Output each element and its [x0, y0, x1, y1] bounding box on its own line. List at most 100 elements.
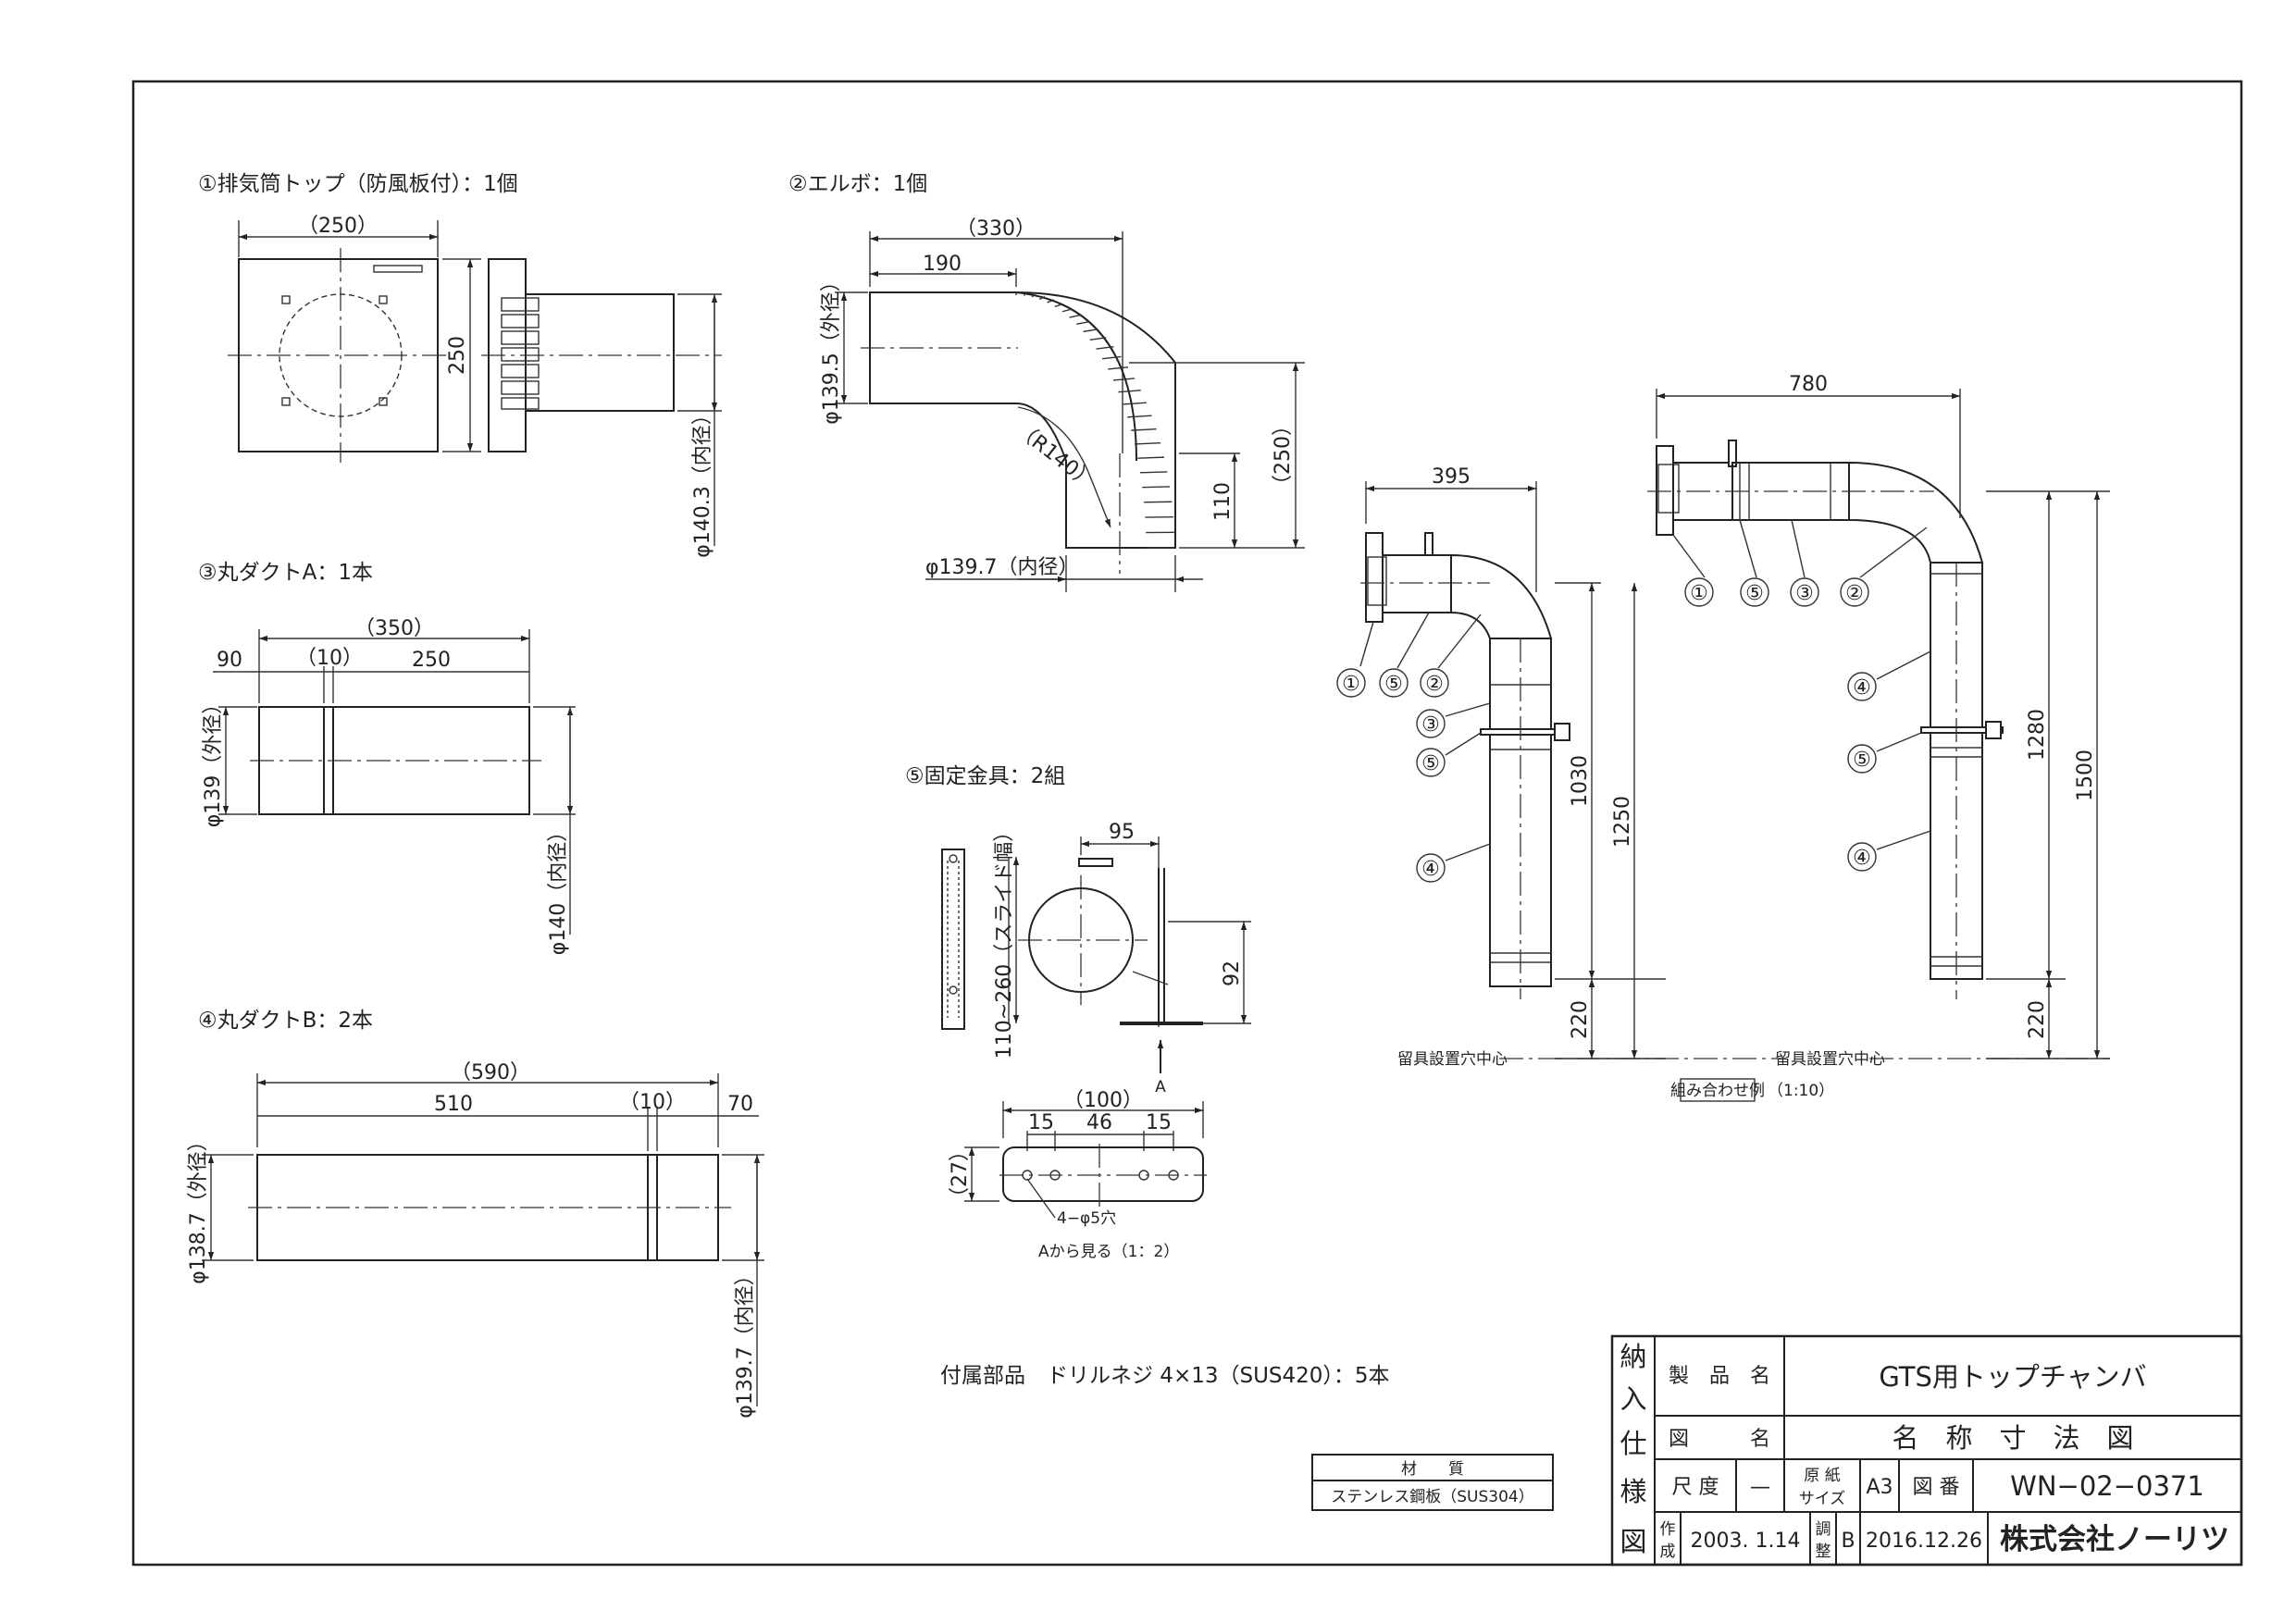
part-1-exhaust-top: ①排気筒トップ（防風板付）：1個 （250） 250 φ140.3（内径）	[198, 172, 722, 558]
title-block: 納 入 仕 様 図 製 品 名 GTS用トップチャンバ 図 名 名 称 寸 法 …	[1610, 1334, 2243, 1567]
part-1-title: ①排気筒トップ（防風板付）：1個	[198, 172, 518, 196]
tb-side-4: 様	[1620, 1476, 1646, 1507]
part-3-left-dim: 90	[217, 649, 242, 672]
part-2-radius-dim: （R140）	[1011, 418, 1098, 494]
tb-scale-value: —	[1750, 1476, 1770, 1499]
material-value: ステンレス鋼板（SUS304）	[1331, 1488, 1533, 1506]
part-3-joint-dim: （10）	[296, 647, 363, 670]
part-1-width-dim: （250）	[298, 215, 378, 238]
assembly-a-bottom-dim: 220	[1569, 1000, 1592, 1039]
assembly-b-callout-5: ⑤	[1745, 582, 1764, 605]
part-5-view-caption: Aから見る（1：2）	[1038, 1243, 1179, 1261]
assembly-a-callout-3: ③	[1421, 713, 1440, 737]
assembly-b-callout-4b: ④	[1853, 847, 1871, 870]
tb-company: 株式会社ノーリツ	[2000, 1523, 2229, 1556]
part-3-right-dim: 250	[412, 649, 451, 672]
assembly-a-center-label: 留具設置穴中心	[1397, 1050, 1508, 1069]
tb-product-name: GTS用トップチャンバ	[1879, 1361, 2146, 1393]
assembly-b-h2-dim: 1500	[2074, 750, 2097, 801]
part-4-title: ④丸ダクトB：2本	[198, 1009, 373, 1033]
part-5-bracket-right-dim: 15	[1146, 1111, 1172, 1134]
drawing-frame	[131, 80, 2243, 1567]
tb-adj-rev: B	[1841, 1530, 1855, 1553]
assembly-caption: 組み合わせ例	[1670, 1082, 1765, 1100]
accessories-note: 付属部品 ドリルネジ 4×13（SUS420）：5本	[940, 1364, 1390, 1388]
part-4-end-dim: 70	[727, 1093, 753, 1116]
part-3-outer-dim: φ139（外径）	[202, 694, 225, 828]
assembly-a-width-dim: 395	[1432, 465, 1471, 489]
part-5-bracket-mid-dim: 46	[1086, 1111, 1112, 1134]
part-5-title: ⑤固定金具：2組	[905, 764, 1065, 788]
assembly-example-b: 780 1280 220 1500 留具設置穴中心 ① ⑤ ③	[1647, 373, 2110, 1102]
material-box: 材 質 ステンレス鋼板（SUS304）	[1311, 1454, 1554, 1511]
tb-adj-date: 2016.12.26	[1866, 1530, 1982, 1553]
tb-made-label-1: 作	[1660, 1520, 1676, 1539]
part-2-straight-dim: 190	[923, 253, 962, 276]
assembly-b-h1-dim: 1280	[2026, 709, 2049, 761]
assembly-example-a: 395 1030 220 1250 留具設置穴中心 ① ⑤ ② ③	[1336, 465, 1786, 1069]
part-2-total-dim: （330）	[956, 217, 1036, 241]
part-5-bracket-total-dim: （100）	[1063, 1089, 1143, 1112]
assembly-a-callout-5: ⑤	[1384, 673, 1403, 696]
part-2-height-dim: （250）	[1272, 415, 1295, 495]
tb-adj-label-1: 調	[1816, 1520, 1831, 1539]
tb-made-label-2: 成	[1660, 1542, 1676, 1561]
part-5-holes-label: 4−φ5穴	[1057, 1209, 1116, 1228]
part-5-bracket-height-dim: （27）	[949, 1141, 972, 1208]
assembly-a-callout-5b: ⑤	[1421, 752, 1440, 775]
assembly-b-bottom-dim: 220	[2026, 1000, 2049, 1039]
tb-drawing-name: 名 称 寸 法 図	[1892, 1422, 2133, 1454]
assembly-a-callout-4: ④	[1421, 858, 1440, 881]
part-2-leg-dim: 110	[1211, 482, 1235, 521]
part-2-elbow: ②エルボ：1個 （330） 190 φ139.5（外径） （R140） 110 …	[788, 172, 1305, 592]
assembly-b-callout-2: ②	[1845, 582, 1864, 605]
assembly-scale: （1:10）	[1768, 1082, 1834, 1100]
tb-paper-label-2: サイズ	[1799, 1490, 1846, 1508]
tb-side-1: 納	[1620, 1341, 1646, 1372]
part-2-inner-dim: φ139.7（内径）	[925, 556, 1079, 579]
part-4-main-dim: 510	[434, 1093, 473, 1116]
part-2-outer-dim: φ139.5（外径）	[820, 271, 843, 425]
part-5-height-dim: 92	[1221, 960, 1244, 986]
assembly-b-callout-1: ①	[1690, 582, 1708, 605]
part-5-view-arrow-label: A	[1155, 1078, 1166, 1096]
part-3-total-dim: （350）	[354, 617, 434, 640]
tb-scale-label: 尺 度	[1672, 1476, 1719, 1499]
tb-drawing-label: 図 名	[1669, 1428, 1770, 1451]
part-4-joint-dim: （10）	[619, 1091, 686, 1114]
part-5-bracket-left-dim: 15	[1028, 1111, 1054, 1134]
material-header: 材 質	[1401, 1460, 1464, 1479]
part-4-round-duct-b: ④丸ダクトB：2本 （590） 510 （10） 70 φ138.7（外径） φ…	[187, 1009, 764, 1419]
tb-side-5: 図	[1620, 1526, 1646, 1557]
assembly-b-callout-3: ③	[1795, 582, 1814, 605]
assembly-a-callout-1: ①	[1342, 673, 1360, 696]
part-2-title: ②エルボ：1個	[788, 172, 927, 196]
assembly-b-width-dim: 780	[1789, 373, 1828, 396]
tb-paper-value: A3	[1866, 1476, 1893, 1499]
part-5-offset-dim: 95	[1109, 821, 1135, 844]
assembly-b-callout-4: ④	[1853, 676, 1871, 700]
tb-number-label: 図 番	[1913, 1476, 1960, 1499]
assembly-b-callout-5b: ⑤	[1853, 749, 1871, 772]
part-3-inner-dim: φ140（内径）	[547, 822, 570, 956]
part-1-inner-dim: φ140.3（内径）	[691, 404, 714, 558]
tb-made-date: 2003. 1.14	[1691, 1530, 1801, 1553]
assembly-b-center-label: 留具設置穴中心	[1775, 1050, 1885, 1069]
assembly-a-h2-dim: 1250	[1611, 796, 1634, 848]
part-5-slide-dim: 110~260（スライド幅）	[993, 822, 1016, 1059]
part-4-total-dim: （590）	[451, 1061, 530, 1084]
tb-number-value: WN−02−0371	[2010, 1470, 2204, 1502]
part-3-title: ③丸ダクトA：1本	[198, 561, 373, 585]
tb-product-label: 製 品 名	[1669, 1365, 1770, 1388]
part-4-inner-dim: φ139.7（内径）	[734, 1265, 757, 1419]
part-5-fixing-bracket: ⑤固定金具：2組 95 110~260（スライド幅） 92 A （100） 15…	[905, 764, 1251, 1261]
tb-side-3: 仕	[1620, 1428, 1646, 1459]
tb-paper-label-1: 原 紙	[1804, 1467, 1840, 1485]
tb-side-2: 入	[1620, 1383, 1646, 1415]
tb-adj-label-2: 整	[1816, 1542, 1831, 1561]
part-3-round-duct-a: ③丸ダクトA：1本 （350） 90 （10） 250 φ139（外径） φ14…	[198, 561, 576, 955]
assembly-a-callout-2: ②	[1425, 673, 1444, 696]
part-1-height-dim: 250	[446, 336, 469, 375]
part-4-outer-dim: φ138.7（外径）	[187, 1131, 210, 1284]
